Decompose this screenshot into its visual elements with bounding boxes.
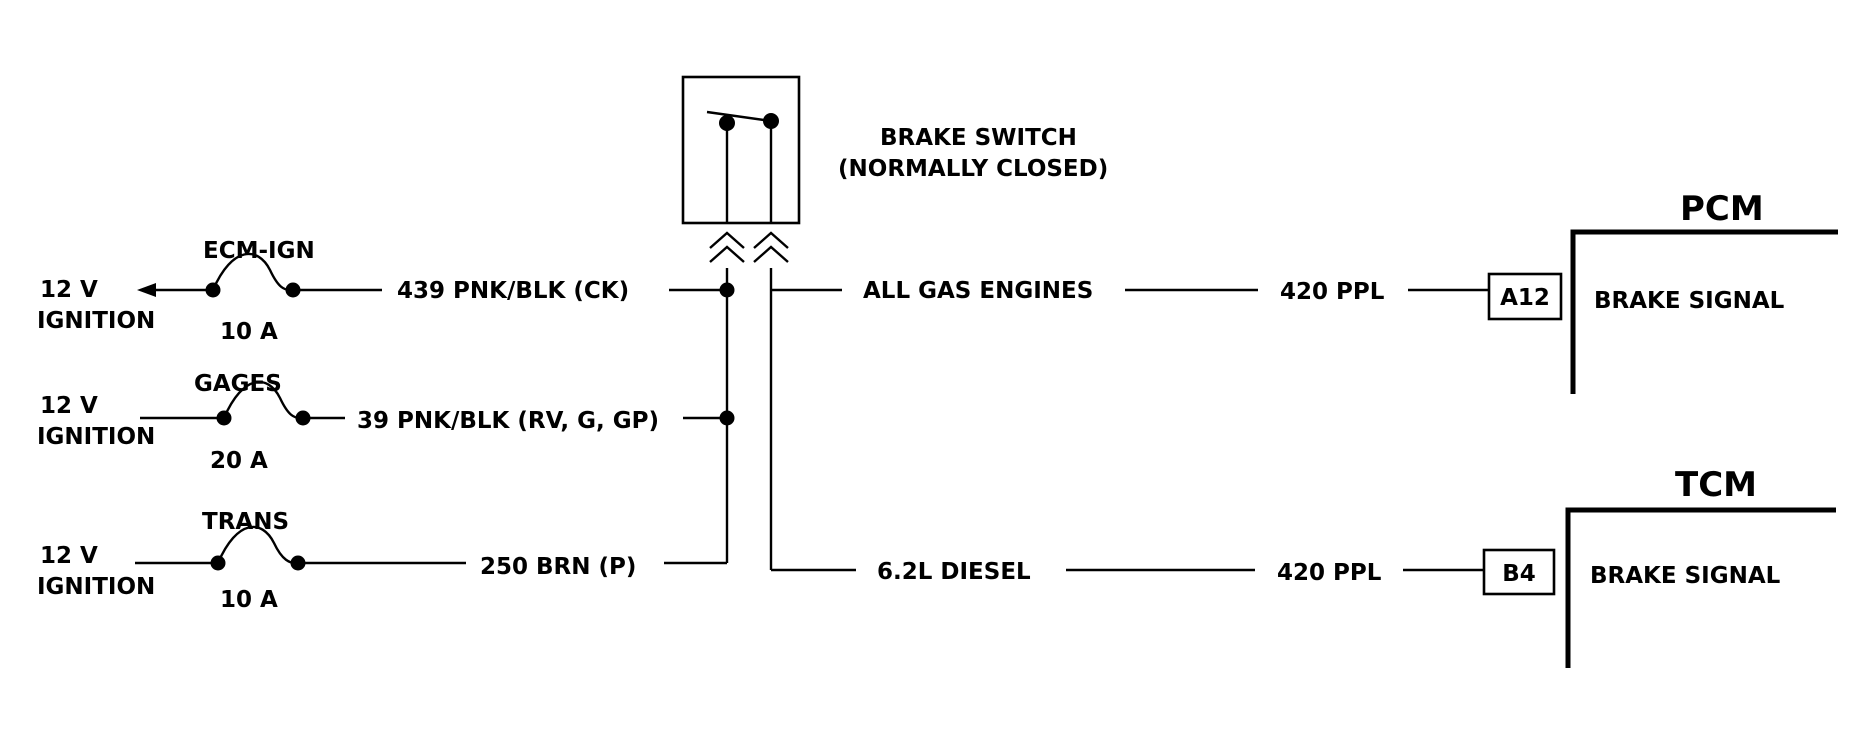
splice-dot — [719, 282, 735, 298]
fuse-rating: 20 A — [210, 448, 268, 474]
source-voltage: 12 V — [40, 543, 98, 569]
source-voltage: 12 V — [40, 393, 98, 419]
circuit-gages: 12 V IGNITION GAGES 20 A 39 PNK/BLK (RV,… — [37, 371, 727, 474]
wire-label: 39 PNK/BLK (RV, G, GP) — [357, 408, 659, 434]
pin-box — [1487, 272, 1563, 321]
circuit-trans: 12 V IGNITION TRANS 10 A 250 BRN (P) — [37, 509, 727, 613]
brake-switch-label: BRAKE SWITCH — [880, 125, 1077, 151]
fuse-rating: 10 A — [220, 319, 278, 345]
pin-box — [1482, 548, 1556, 596]
signal-label: BRAKE SIGNAL — [1594, 288, 1785, 314]
source-label: IGNITION — [37, 308, 155, 334]
signal-label: BRAKE SIGNAL — [1590, 563, 1781, 589]
module-outline — [1565, 507, 1836, 668]
output-tcm: 6.2L DIESEL 420 PPL B4 TCM BRAKE SIGNAL — [771, 465, 1836, 668]
module-outline — [1570, 229, 1838, 394]
module-name: PCM — [1680, 189, 1764, 229]
output-condition: 6.2L DIESEL — [877, 559, 1031, 585]
fuse-name: TRANS — [202, 509, 289, 535]
source-label: IGNITION — [37, 574, 155, 600]
fuse-icon — [222, 380, 304, 420]
connector-chevron-icon — [709, 231, 745, 263]
brake-switch-box — [681, 75, 801, 225]
brake-switch: BRAKE SWITCH (NORMALLY CLOSED) — [681, 75, 1108, 263]
switch-blade — [706, 110, 772, 123]
fuse-icon — [216, 525, 299, 565]
fuse-name: GAGES — [194, 371, 282, 397]
wire-label: 439 PNK/BLK (CK) — [397, 278, 629, 304]
pin-label: A12 — [1500, 285, 1550, 311]
wire-label: 250 BRN (P) — [480, 554, 636, 580]
fuse-rating: 10 A — [220, 587, 278, 613]
fuse-icon — [211, 252, 294, 292]
splice-dot — [719, 410, 735, 426]
source-voltage: 12 V — [40, 277, 98, 303]
module-name: TCM — [1675, 465, 1757, 505]
output-wire-label: 420 PPL — [1277, 560, 1382, 586]
connector-chevron-icon — [753, 231, 789, 263]
fuse-name: ECM-IGN — [203, 238, 315, 264]
pin-label: B4 — [1502, 561, 1536, 587]
circuit-ecm-ign: 12 V IGNITION ECM-IGN 10 A 439 PNK/BLK (… — [37, 238, 727, 345]
output-wire-label: 420 PPL — [1280, 279, 1385, 305]
arrow-icon — [137, 283, 156, 297]
output-condition: ALL GAS ENGINES — [863, 278, 1093, 304]
brake-switch-label: (NORMALLY CLOSED) — [838, 156, 1108, 182]
source-label: IGNITION — [37, 424, 155, 450]
output-pcm: ALL GAS ENGINES 420 PPL A12 PCM BRAKE SI… — [771, 189, 1838, 394]
